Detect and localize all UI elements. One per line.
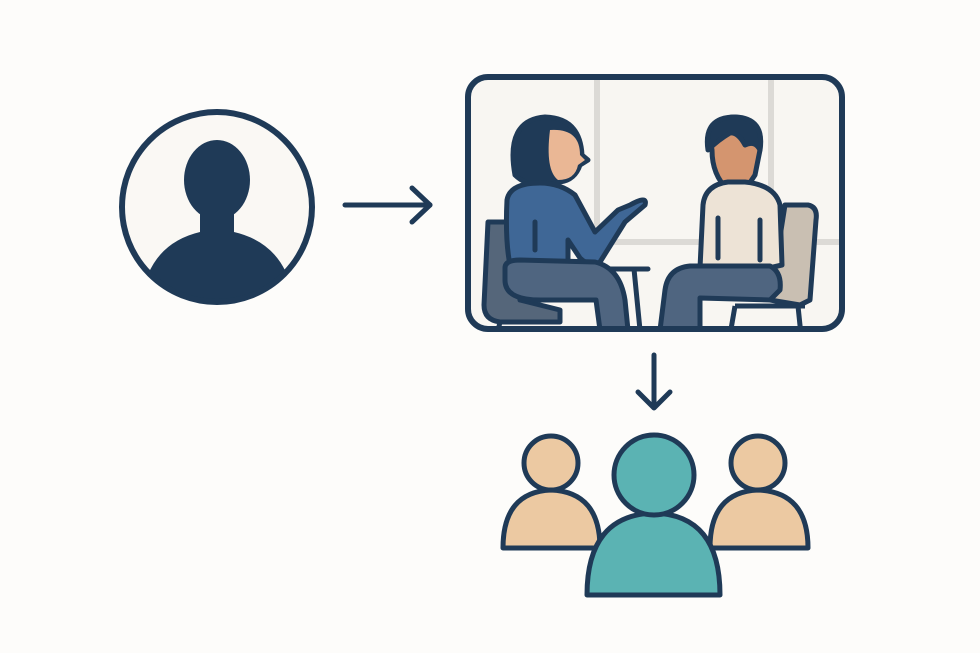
audience-person-center	[584, 432, 723, 598]
audience-group-icon	[500, 432, 811, 598]
audience-person-left	[500, 433, 603, 551]
interview-scene	[465, 74, 845, 332]
arrow-right-icon	[342, 185, 433, 225]
interviewee	[657, 114, 785, 329]
audience-person-right	[707, 433, 811, 551]
user-silhouette-icon	[119, 109, 315, 305]
interviewer	[502, 114, 648, 329]
arrow-down-icon	[635, 352, 673, 411]
